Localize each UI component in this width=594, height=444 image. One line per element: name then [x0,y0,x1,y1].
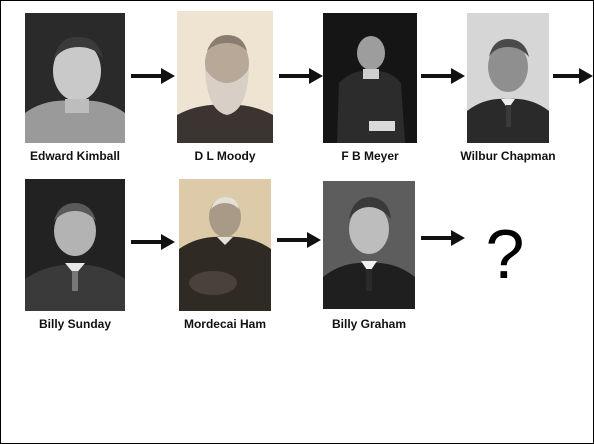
portrait-billy-sunday [25,179,125,311]
name-wilbur-chapman: Wilbur Chapman [460,149,556,163]
arrow-icon [131,67,175,85]
unknown-successor-mark: ? [485,215,525,293]
name-billy-sunday: Billy Sunday [38,317,112,331]
portrait-edward-kimball [25,13,125,143]
name-mordecai-ham: Mordecai Ham [183,317,267,331]
arrow-icon [553,67,593,85]
arrow-icon [421,67,465,85]
portrait-wilbur-chapman [467,13,549,143]
portrait-mordecai-ham [179,179,271,311]
portrait-billy-graham [323,181,415,309]
arrow-icon [279,67,323,85]
name-f-b-meyer: F B Meyer [341,149,399,163]
arrow-icon [277,231,321,249]
arrow-icon [131,233,175,251]
portrait-f-b-meyer [323,13,417,143]
arrow-icon [421,229,465,247]
name-d-l-moody: D L Moody [194,149,256,163]
name-billy-graham: Billy Graham [331,317,407,331]
portrait-d-l-moody [177,11,273,143]
name-edward-kimball: Edward Kimball [29,149,121,163]
